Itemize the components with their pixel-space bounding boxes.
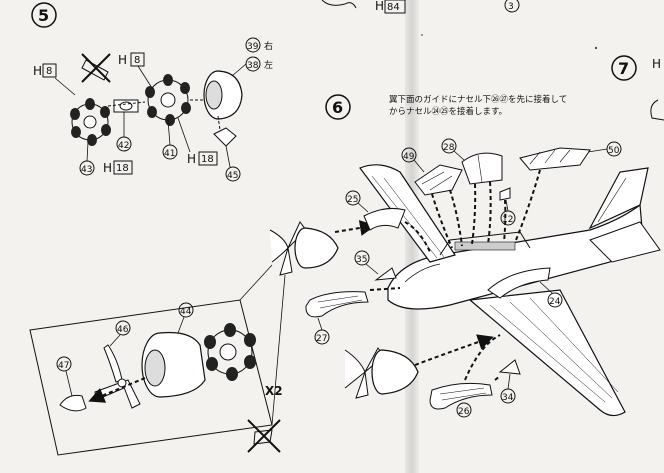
svg-text:24: 24 [549, 297, 561, 307]
crossed-out-part-icon [81, 53, 111, 83]
h84-letter: H [375, 0, 384, 13]
detail-inset-box [29, 264, 286, 456]
svg-text:H: H [187, 152, 196, 166]
step6-badge: 6 [325, 94, 351, 120]
label-49: 49 [401, 147, 417, 163]
h18-left-label: H 18 [103, 160, 133, 175]
step7-number: 7 [618, 59, 629, 78]
svg-text:46: 46 [117, 325, 129, 335]
exhaust-part [213, 115, 237, 147]
step5-badge: 5 [31, 2, 57, 28]
part3-num: 3 [508, 2, 514, 12]
svg-text:50: 50 [608, 146, 620, 156]
crossed-out-part-icon-bottom [247, 419, 281, 453]
label-12: 12 [500, 210, 516, 226]
svg-text:右: 右 [264, 40, 273, 52]
label-26: 26 [456, 402, 472, 418]
x2-label: X2 [265, 384, 283, 398]
cockpit-guide-lines [431, 169, 541, 249]
top-ref-part3: 3 [504, 0, 520, 13]
svg-text:8: 8 [46, 66, 52, 77]
svg-text:左: 左 [264, 59, 273, 71]
label-38: 38 左 [245, 56, 273, 72]
svg-text:34: 34 [502, 393, 514, 403]
step7-h-letter: H [652, 57, 661, 71]
h18-right-label: H 18 [187, 151, 218, 166]
label-46: 46 [115, 320, 131, 336]
label-27: 27 [314, 329, 330, 345]
upper-propeller [269, 221, 339, 276]
step6-instruction-line2: からナセル㉔㉕を接着します。 [389, 107, 508, 117]
step6-instruction-line1: 翼下面のガイドにナセル下㉖㉗を先に接着して [389, 95, 568, 105]
label-45: 45 [225, 166, 241, 182]
svg-text:27: 27 [316, 334, 327, 344]
nacelle-25 [363, 208, 406, 231]
part-27 [305, 291, 369, 318]
svg-text:45: 45 [227, 171, 238, 181]
label-28: 28 [441, 138, 457, 154]
label-24: 24 [547, 292, 563, 308]
engine-right [145, 74, 191, 126]
cowling-38-39 [203, 70, 243, 120]
lower-propeller [344, 347, 419, 399]
part-26 [429, 382, 493, 410]
svg-text:H: H [118, 53, 127, 67]
label-39: 39 右 [245, 37, 273, 53]
aircraft-near-wing [468, 289, 626, 417]
label-42: 42 [116, 136, 132, 152]
aircraft-tail [588, 167, 661, 263]
label-34: 34 [500, 388, 516, 404]
detail-cowling-44 [141, 331, 206, 398]
shaft-piece [113, 99, 139, 113]
svg-text:38: 38 [247, 61, 259, 71]
h8-left-label: H 8 [33, 63, 57, 78]
part-34 [498, 359, 521, 375]
detail-spinner-47 [59, 394, 87, 412]
detail-propeller-46 [94, 344, 141, 409]
svg-text:18: 18 [201, 154, 214, 165]
top-ref-h84: H 84 [321, 0, 406, 14]
svg-text:25: 25 [347, 195, 358, 205]
svg-text:39: 39 [247, 42, 259, 52]
label-50: 50 [606, 141, 622, 157]
svg-text:H: H [103, 161, 112, 175]
svg-text:35: 35 [356, 255, 367, 265]
step7-badge: 7 [611, 55, 637, 81]
label-43: 43 [79, 160, 95, 176]
step5-number: 5 [38, 6, 49, 25]
label-41: 41 [162, 144, 178, 160]
step6-number: 6 [332, 98, 343, 117]
canopy-28 [461, 152, 503, 185]
svg-text:47: 47 [58, 361, 69, 371]
label-44: 44 [178, 302, 194, 318]
part-35 [374, 267, 397, 281]
label-35: 35 [354, 250, 370, 266]
h8-right-label: H 8 [118, 52, 145, 67]
aircraft-cockpit [439, 231, 531, 256]
svg-text:28: 28 [443, 143, 455, 153]
part-12 [499, 187, 511, 201]
svg-text:49: 49 [403, 152, 415, 162]
engine-left [70, 98, 111, 146]
h84-num: 84 [387, 2, 400, 13]
svg-text:12: 12 [502, 215, 513, 225]
svg-text:18: 18 [116, 163, 129, 174]
canopy-50 [519, 147, 591, 171]
svg-text:H: H [33, 64, 42, 78]
svg-text:43: 43 [81, 165, 92, 175]
svg-text:8: 8 [134, 55, 140, 66]
detail-engine [204, 323, 256, 381]
canopy-49 [414, 164, 463, 196]
svg-text:42: 42 [118, 141, 129, 151]
label-47: 47 [56, 356, 72, 372]
nacelle-24 [487, 267, 551, 299]
svg-text:26: 26 [458, 407, 470, 417]
svg-text:44: 44 [180, 307, 192, 317]
svg-text:41: 41 [164, 149, 175, 159]
label-25: 25 [345, 190, 361, 206]
